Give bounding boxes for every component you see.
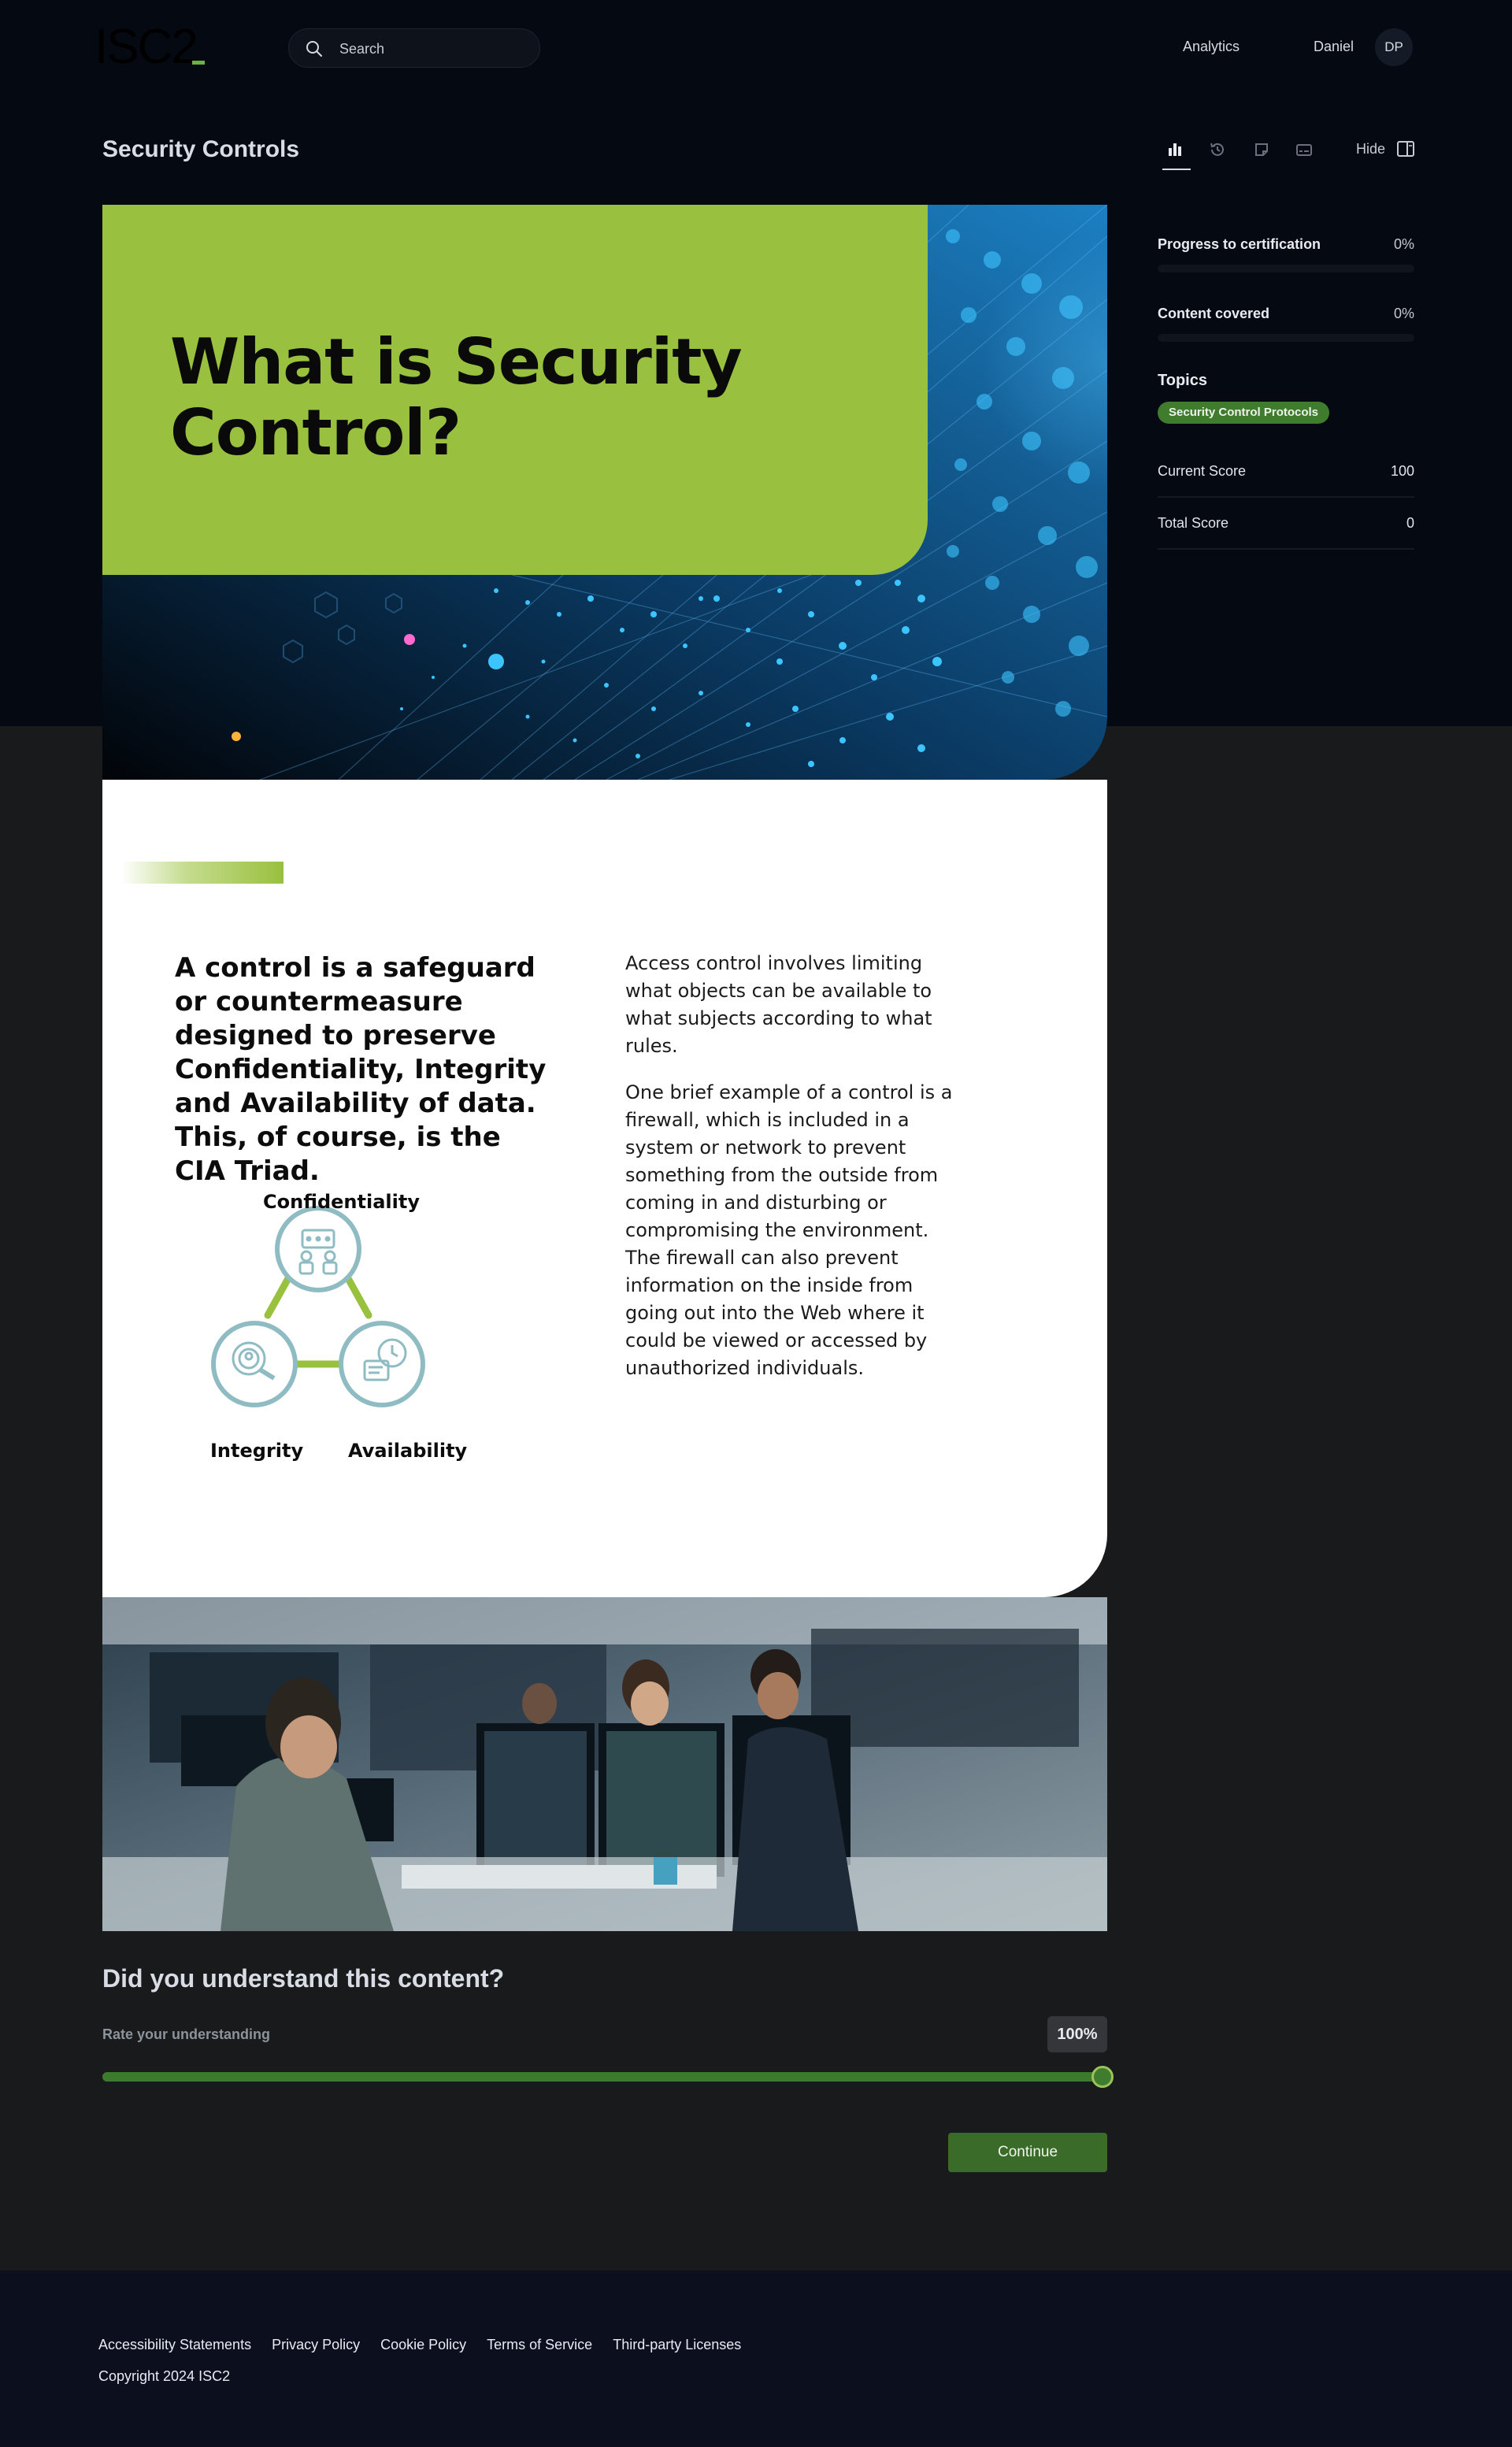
bar-chart-icon[interactable]	[1162, 137, 1191, 170]
score-label: Total Score	[1158, 515, 1229, 531]
copyright: Copyright 2024 ISC2	[98, 2368, 231, 2384]
progress-certification: Progress to certification 0%	[1158, 236, 1414, 273]
footer-link-cookie[interactable]: Cookie Policy	[380, 2337, 467, 2352]
lesson-content: A control is a safeguard or countermeasu…	[102, 780, 1107, 1597]
note-icon[interactable]	[1249, 137, 1274, 162]
panel-toggle-icon[interactable]	[1397, 141, 1414, 157]
footer-link-terms[interactable]: Terms of Service	[487, 2337, 593, 2352]
logo-accent	[192, 61, 205, 65]
understanding-slider[interactable]	[102, 2072, 1098, 2082]
progress-bar	[1158, 334, 1414, 342]
progress-content: Content covered 0%	[1158, 306, 1414, 342]
current-score-row: Current Score 100	[1158, 446, 1414, 498]
cia-triad-diagram	[211, 1206, 425, 1407]
progress-bar	[1158, 265, 1414, 273]
topic-badge[interactable]: Security Control Protocols	[1158, 402, 1330, 424]
rate-value-input[interactable]: 100%	[1047, 2016, 1107, 2052]
progress-label: Progress to certification	[1158, 236, 1321, 252]
continue-button[interactable]: Continue	[948, 2133, 1107, 2172]
search-placeholder: Search	[339, 41, 385, 57]
lead-paragraph: A control is a safeguard or countermeasu…	[175, 952, 547, 1187]
footer-link-privacy[interactable]: Privacy Policy	[272, 2337, 361, 2352]
history-icon[interactable]	[1205, 137, 1230, 162]
score-label: Current Score	[1158, 463, 1247, 479]
lesson-title-line2: Control?	[170, 396, 461, 469]
cia-label-availability: Availability	[348, 1440, 468, 1462]
footer-links: Accessibility Statements Privacy Policy …	[98, 2337, 741, 2353]
score-value: 100	[1390, 463, 1414, 479]
search-icon	[306, 41, 322, 57]
score-value: 0	[1406, 515, 1414, 531]
top-header: ISC2 Search Analytics Daniel DP	[0, 0, 1512, 95]
footer-link-accessibility[interactable]: Accessibility Statements	[98, 2337, 252, 2352]
slider-fill	[102, 2072, 1098, 2082]
avatar[interactable]: DP	[1375, 28, 1413, 66]
isc2-logo[interactable]: ISC2	[94, 20, 198, 74]
rate-label: Rate your understanding	[102, 2026, 271, 2042]
hide-panel-button[interactable]: Hide	[1356, 141, 1386, 157]
lesson-hero: What is Security Control?	[102, 205, 1107, 780]
paragraph: Access control involves limiting what ob…	[625, 952, 932, 1057]
total-score-row: Total Score 0	[1158, 498, 1414, 550]
question-title: Did you understand this content?	[102, 1964, 505, 1993]
lesson-title: What is Security Control?	[170, 325, 743, 469]
page-title: Security Controls	[102, 136, 300, 162]
topics-heading: Topics	[1158, 372, 1207, 389]
cia-label-confidentiality: Confidentiality	[263, 1191, 420, 1213]
progress-label: Content covered	[1158, 306, 1270, 321]
security-operations-photo	[102, 1597, 1107, 1931]
slider-thumb[interactable]	[1091, 2066, 1114, 2088]
nav-analytics-link[interactable]: Analytics	[1183, 39, 1240, 54]
lesson-title-line1: What is Security	[170, 325, 743, 399]
hero-title-panel	[102, 205, 928, 575]
user-name[interactable]: Daniel	[1314, 39, 1354, 54]
footer-link-licenses[interactable]: Third-party Licenses	[613, 2337, 742, 2352]
progress-value: 0%	[1393, 236, 1414, 252]
paragraph: One brief example of a control is a fire…	[625, 1081, 953, 1379]
cia-label-integrity: Integrity	[210, 1440, 304, 1462]
progress-value: 0%	[1393, 306, 1414, 321]
site-footer: Accessibility Statements Privacy Policy …	[0, 2271, 1512, 2447]
captions-icon[interactable]	[1292, 137, 1317, 162]
accent-bar	[121, 862, 284, 884]
search-input[interactable]: Search	[288, 28, 540, 68]
